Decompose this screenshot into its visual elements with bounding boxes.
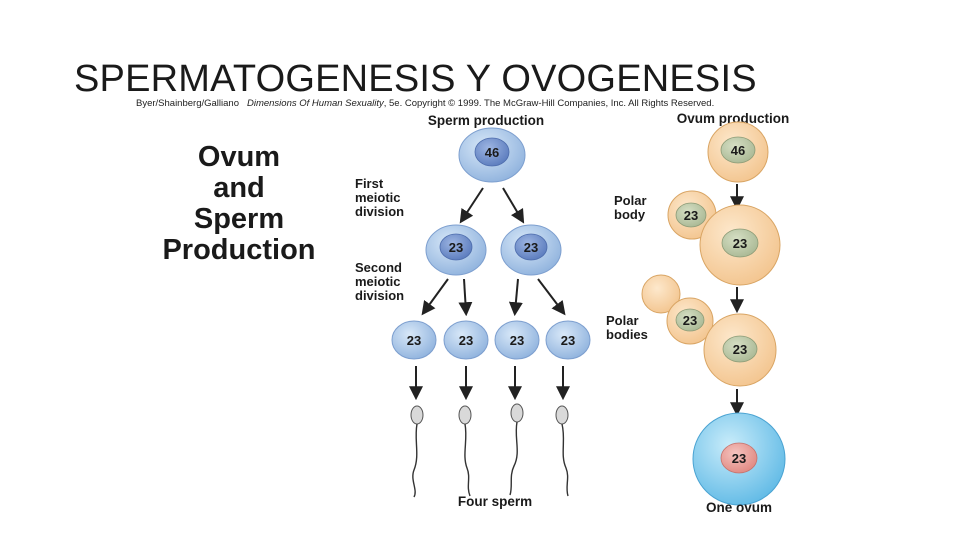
spermatid-2-count: 23 <box>459 333 473 348</box>
second-polar-body: 23 <box>666 297 714 345</box>
polar-body-line-1: Polar <box>614 193 647 208</box>
slide-title: SPERMATOGENESIS Y OVOGENESIS <box>74 58 757 100</box>
copyright-credit: Byer/Shainberg/Galliano Dimensions Of Hum… <box>136 98 714 109</box>
diagram-title-line-4: Production <box>162 234 316 266</box>
secondary-spermatocyte-left-count: 23 <box>449 240 463 255</box>
second-meiotic-division-line-2: meiotic <box>355 274 401 289</box>
first-meiotic-division-label: First meiotic division <box>355 176 404 219</box>
first-division-arrow-right <box>502 187 525 224</box>
first-meiotic-division-line-3: division <box>355 204 404 219</box>
polar-bodies-label: Polar bodies <box>606 313 648 342</box>
credit-copyright: , 5e. Copyright © 1999. The McGraw-Hill … <box>383 98 715 109</box>
polar-bodies-line-1: Polar <box>606 313 639 328</box>
second-meiotic-division-line-3: division <box>355 288 404 303</box>
polar-bodies-line-2: bodies <box>606 327 648 342</box>
sperm-cell-1 <box>410 405 424 498</box>
spermatid-3-count: 23 <box>510 333 524 348</box>
credit-book-title: Dimensions Of Human Sexuality <box>246 98 384 109</box>
first-polar-body-count: 23 <box>684 208 698 223</box>
sperm-production-label: Sperm production <box>428 113 544 128</box>
spermatid-4: 23 <box>545 320 591 360</box>
diagram-title-line-1: Ovum <box>197 141 281 173</box>
mature-ovum-count: 23 <box>732 451 746 466</box>
credit-authors: Byer/Shainberg/Galliano <box>136 98 239 109</box>
spermatid-1-count: 23 <box>407 333 421 348</box>
secondary-oocyte: 23 <box>699 204 781 286</box>
second-division-arrow-2 <box>458 278 473 317</box>
second-meiotic-division-label: Second meiotic division <box>355 260 406 303</box>
extra-polar-body <box>641 274 681 314</box>
sperm-cell-2 <box>458 405 472 497</box>
polar-body-line-2: body <box>614 207 646 222</box>
ootid-count: 23 <box>733 342 747 357</box>
secondary-spermatocyte-right-count: 23 <box>524 240 538 255</box>
sperm-cell-3 <box>509 403 524 496</box>
diagram-title-line-3: Sperm <box>193 203 285 235</box>
spermatid-4-count: 23 <box>561 333 575 348</box>
primary-spermatocyte: 46 <box>458 127 526 183</box>
primary-spermatocyte-count: 46 <box>485 145 499 160</box>
secondary-oocyte-count: 23 <box>733 236 747 251</box>
second-meiotic-division-line-1: Second <box>355 260 402 275</box>
one-ovum-label: One ovum <box>706 500 772 515</box>
primary-oocyte-count: 46 <box>731 143 745 158</box>
first-meiotic-division-line-1: First <box>355 176 384 191</box>
spermatid-1: 23 <box>391 320 437 360</box>
second-division-arrow-1 <box>421 278 449 316</box>
first-division-arrow-left <box>459 187 484 224</box>
diagram-title-line-2: and <box>213 172 265 204</box>
first-meiotic-division-line-2: meiotic <box>355 190 401 205</box>
ootid: 23 <box>703 313 777 387</box>
second-polar-body-count: 23 <box>683 313 697 328</box>
diagram-title: Ovum and Sperm Production <box>132 142 346 266</box>
polar-body-label: Polar body <box>614 193 650 222</box>
sperm-cell-4 <box>555 405 569 497</box>
spermatid-2: 23 <box>443 320 489 360</box>
second-division-arrow-4 <box>537 278 566 316</box>
ovum-production-label: Ovum production <box>677 111 790 126</box>
mature-ovum: 23 <box>692 412 786 506</box>
four-sperm-label: Four sperm <box>458 494 532 509</box>
spermatid-3: 23 <box>494 320 540 360</box>
secondary-spermatocyte-left: 23 <box>425 224 487 276</box>
second-division-arrow-3 <box>508 278 523 317</box>
primary-oocyte: 46 <box>707 121 769 183</box>
secondary-spermatocyte-right: 23 <box>500 224 562 276</box>
